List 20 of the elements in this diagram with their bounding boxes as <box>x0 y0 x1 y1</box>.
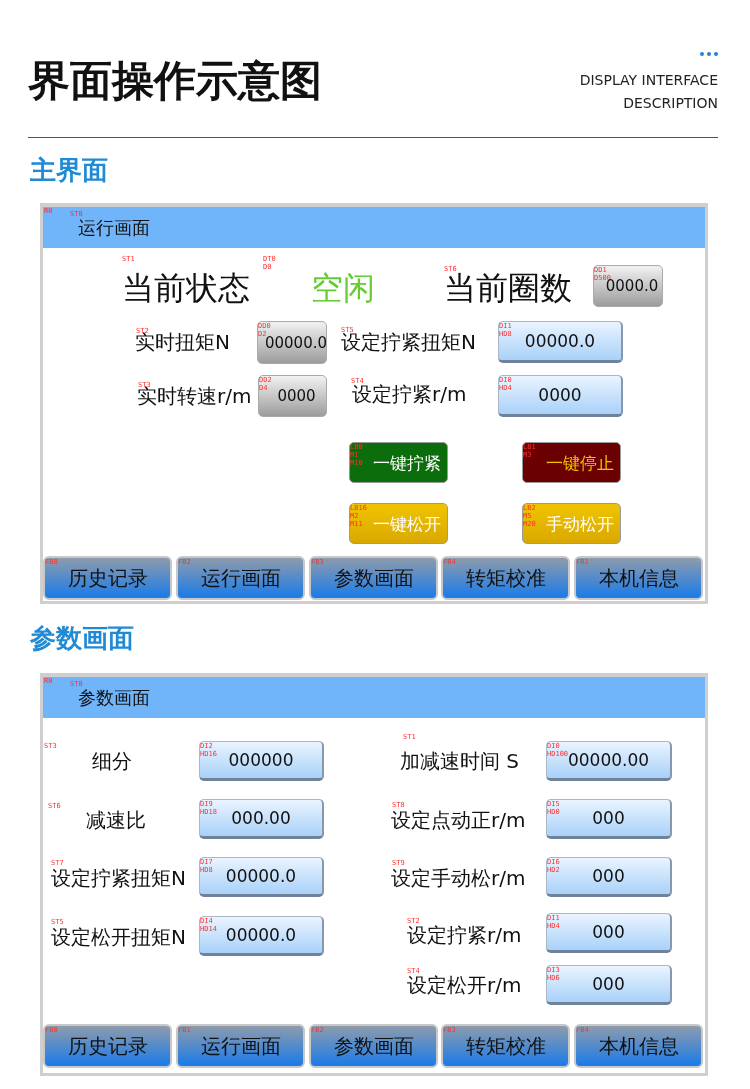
field-label: 当前状态 <box>122 272 250 304</box>
field-label: 细分 <box>92 751 132 771</box>
field-label: 设定拧紧扭矩N <box>51 868 186 888</box>
section-heading: 主界面 <box>30 157 108 183</box>
subtitle: DISPLAY INTERFACE DESCRIPTION <box>578 71 718 113</box>
field-label: 设定松开r/m <box>407 975 522 995</box>
field-label: 设定拧紧r/m <box>407 925 522 945</box>
field-label: 设定点动正r/m <box>391 810 526 830</box>
field-label: 减速比 <box>86 810 146 830</box>
field-label: 实时扭矩N <box>135 332 230 352</box>
field-label: 设定拧紧扭矩N <box>341 332 476 352</box>
status-text: 空闲 <box>311 272 375 304</box>
page-title: 界面操作示意图 <box>28 60 322 102</box>
field-label: 设定拧紧r/m <box>352 384 467 404</box>
field-label: 当前圈数 <box>444 272 572 304</box>
field-label: 设定松开扭矩N <box>51 927 186 947</box>
field-label: 加减速时间 S <box>400 751 520 771</box>
field-label: 设定手动松r/m <box>391 868 526 888</box>
section-heading: 参数画面 <box>30 625 134 651</box>
field-label: 实时转速r/m <box>137 386 252 406</box>
